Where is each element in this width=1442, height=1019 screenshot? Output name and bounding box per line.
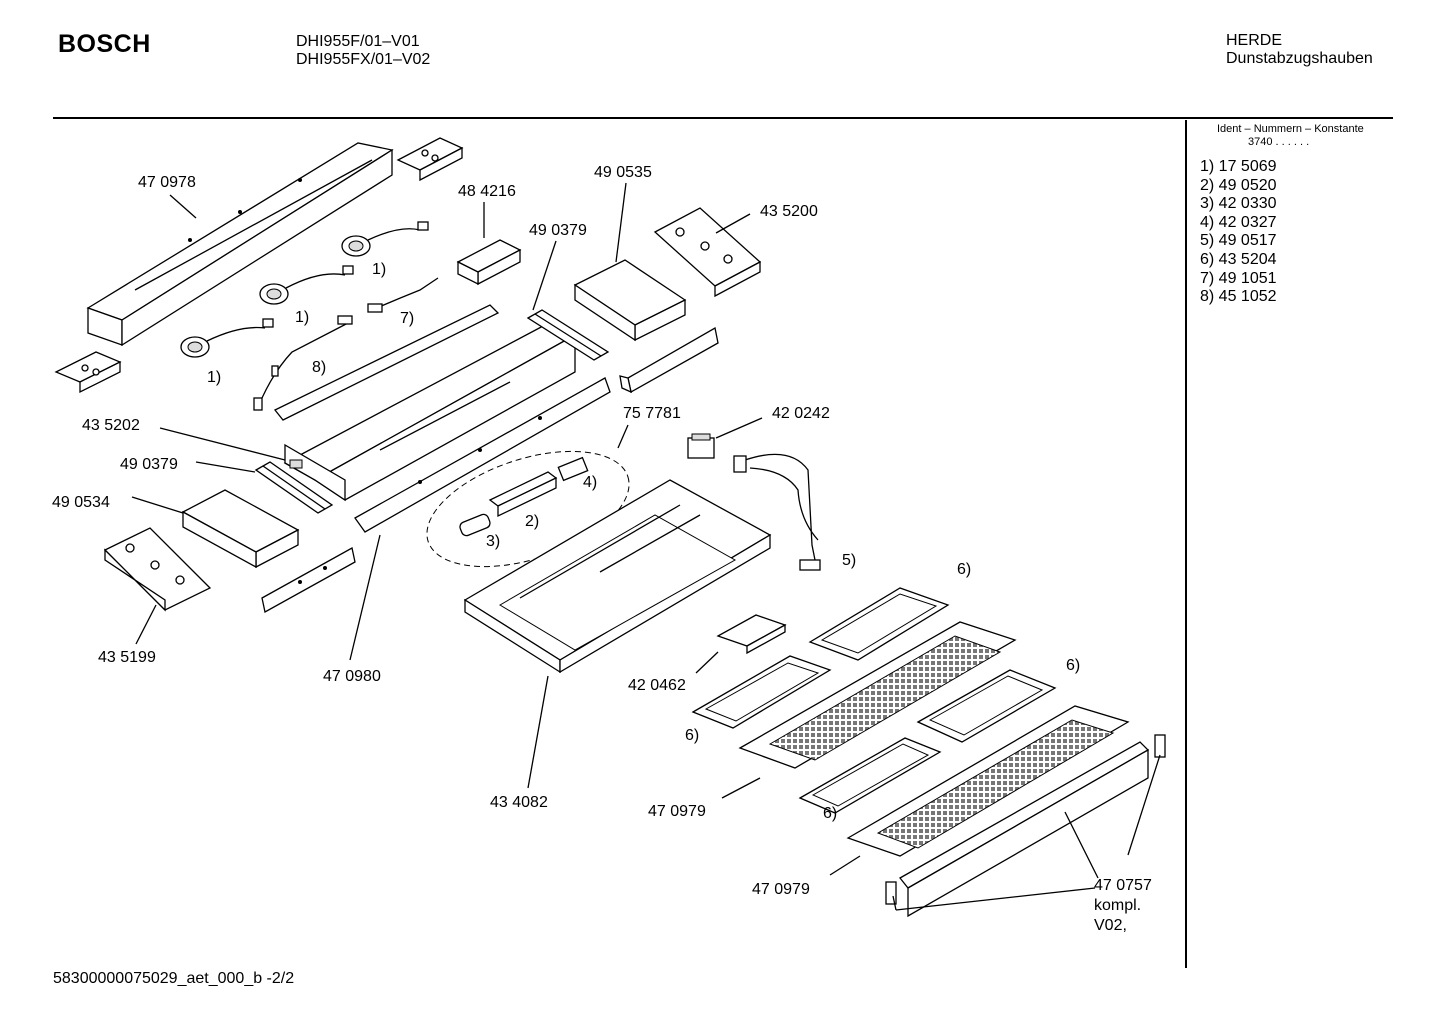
subcategory: Dunstabzugshauben — [1226, 50, 1373, 67]
ref-1-a: 1) — [372, 261, 386, 278]
label-470978: 47 0978 — [138, 174, 196, 191]
label-490379-lower: 49 0379 — [120, 456, 178, 473]
part-ballast-484216 — [456, 239, 522, 286]
ref-6-a: 6) — [957, 561, 971, 578]
label-470757: 47 0757 — [1094, 877, 1152, 894]
label-490535: 49 0535 — [594, 164, 652, 181]
part-profile-470980 — [354, 377, 611, 533]
ident-constant: 3740 . . . . . . — [1248, 136, 1310, 148]
part-channel-435202 — [273, 304, 577, 502]
ident-item-8: 8) 45 1052 — [1200, 288, 1277, 306]
part-bracket-435199 — [103, 527, 212, 612]
ref-2: 2) — [525, 513, 539, 530]
ident-heading: Ident – Nummern – Konstante — [1217, 123, 1364, 135]
part-chassis-434082 — [463, 479, 772, 674]
label-757781: 75 7781 — [623, 405, 681, 422]
ref-7: 7) — [400, 310, 414, 327]
ref-8: 8) — [312, 359, 326, 376]
label-420462: 42 0462 — [628, 677, 686, 694]
part-filters — [691, 587, 1130, 857]
part-angle-plate-right — [619, 326, 719, 394]
part-control-box-490534 — [181, 489, 300, 569]
sidebar-divider — [1185, 120, 1187, 968]
part-control-box-490535 — [573, 259, 687, 342]
ref-1-b: 1) — [295, 309, 309, 326]
part-angle-plate-left — [261, 547, 356, 613]
part-bracket-490379-upper — [526, 309, 610, 361]
ident-item-2: 2) 49 0520 — [1200, 176, 1277, 194]
ident-item-6: 6) 43 5204 — [1200, 250, 1277, 268]
ref-6-c: 6) — [685, 727, 699, 744]
ident-item-4: 4) 42 0327 — [1200, 213, 1277, 231]
ref-5: 5) — [842, 552, 856, 569]
brand-logo: BOSCH — [58, 30, 151, 58]
part-bracket-435200 — [653, 207, 762, 298]
header-divider — [53, 117, 1393, 119]
ref-6-b: 6) — [1066, 657, 1080, 674]
label-420242: 42 0242 — [772, 405, 830, 422]
label-470979-a: 47 0979 — [648, 803, 706, 820]
category: HERDE — [1226, 32, 1283, 49]
ref-3: 3) — [486, 533, 500, 550]
ref-4: 4) — [583, 474, 597, 491]
part-bracket-420462 — [716, 614, 787, 655]
part-rail-470978 — [86, 142, 394, 347]
part-bracket-490379-lower — [254, 461, 334, 514]
leader-lines — [131, 182, 1161, 911]
part-end-cap-top — [396, 137, 464, 182]
label-470757-v02: V02, — [1094, 917, 1127, 934]
part-wiring-harness — [253, 277, 439, 411]
part-end-cap-bottom — [54, 351, 122, 394]
part-lamp-socket-group — [180, 221, 429, 358]
label-470980: 47 0980 — [323, 668, 381, 685]
ref-6-d: 6) — [823, 805, 837, 822]
model-number-1: DHI955F/01–V01 — [296, 33, 420, 50]
part-switch-420242 — [687, 433, 821, 571]
label-435199: 43 5199 — [98, 649, 156, 666]
label-484216: 48 4216 — [458, 183, 516, 200]
label-470979-b: 47 0979 — [752, 881, 810, 898]
part-labels: 47 0978 48 4216 49 0535 49 0379 43 5200 … — [52, 164, 1152, 934]
document-code: 58300000075029_aet_000_b -2/2 — [53, 970, 295, 987]
model-number-2: DHI955FX/01–V02 — [296, 51, 431, 68]
label-490534: 49 0534 — [52, 494, 110, 511]
label-434082: 43 4082 — [490, 794, 548, 811]
ident-item-5: 5) 49 0517 — [1200, 232, 1277, 250]
ident-item-3: 3) 42 0330 — [1200, 195, 1277, 213]
label-435202: 43 5202 — [82, 417, 140, 434]
ident-list: 1) 17 5069 2) 49 0520 3) 42 0330 4) 42 0… — [1200, 158, 1277, 307]
ident-item-7: 7) 49 1051 — [1200, 269, 1277, 287]
label-470757-kompl: kompl. — [1094, 897, 1141, 914]
ref-1-c: 1) — [207, 369, 221, 386]
label-435200: 43 5200 — [760, 203, 818, 220]
label-490379-upper: 49 0379 — [529, 222, 587, 239]
ident-item-1: 1) 17 5069 — [1200, 158, 1277, 175]
